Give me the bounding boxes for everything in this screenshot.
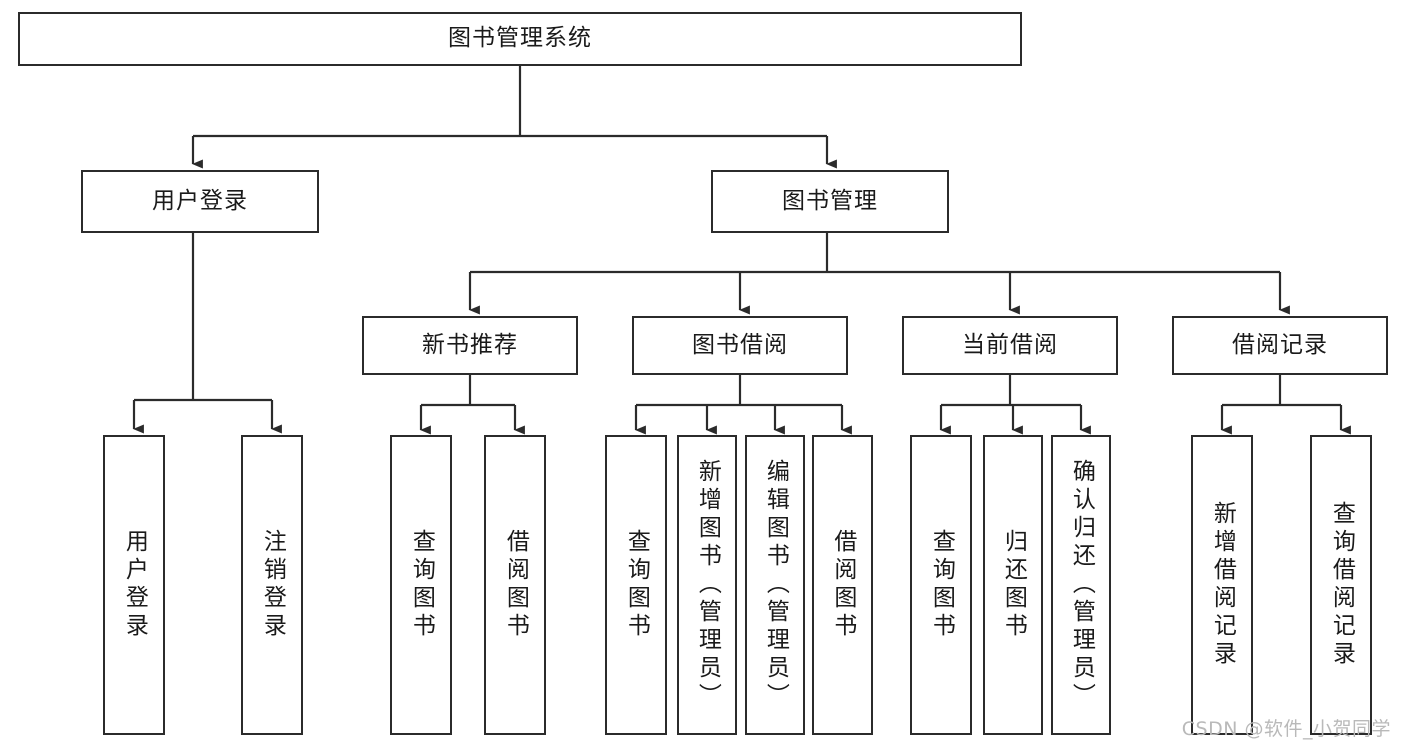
node-leaf-add-record[interactable]: 新增借阅记录 <box>1191 435 1253 735</box>
node-leaf-borrow-book-1-label: 借阅图书 <box>502 529 529 641</box>
node-leaf-add-book-label: 新增图书（管理员） <box>694 459 721 711</box>
node-leaf-user-login-label: 用户登录 <box>121 529 148 641</box>
node-user-login[interactable]: 用户登录 <box>81 170 319 233</box>
node-leaf-query-book-1[interactable]: 查询图书 <box>390 435 452 735</box>
node-leaf-query-record[interactable]: 查询借阅记录 <box>1310 435 1372 735</box>
node-leaf-query-record-label: 查询借阅记录 <box>1328 501 1355 669</box>
node-book-borrow-label: 图书借阅 <box>692 331 788 358</box>
node-borrow-record-label: 借阅记录 <box>1232 331 1328 358</box>
node-root-title[interactable]: 图书管理系统 <box>18 12 1022 66</box>
node-current-borrow[interactable]: 当前借阅 <box>902 316 1118 375</box>
node-leaf-query-book-2[interactable]: 查询图书 <box>605 435 667 735</box>
node-current-borrow-label: 当前借阅 <box>962 331 1058 358</box>
node-leaf-edit-book[interactable]: 编辑图书（管理员） <box>745 435 805 735</box>
node-leaf-add-book[interactable]: 新增图书（管理员） <box>677 435 737 735</box>
node-leaf-borrow-book-1[interactable]: 借阅图书 <box>484 435 546 735</box>
node-leaf-edit-book-label: 编辑图书（管理员） <box>762 459 789 711</box>
node-leaf-query-book-1-label: 查询图书 <box>408 529 435 641</box>
node-book-manage[interactable]: 图书管理 <box>711 170 949 233</box>
node-leaf-return-book[interactable]: 归还图书 <box>983 435 1043 735</box>
node-leaf-logout[interactable]: 注销登录 <box>241 435 303 735</box>
node-leaf-borrow-book-2-label: 借阅图书 <box>829 529 856 641</box>
node-new-book-recommend[interactable]: 新书推荐 <box>362 316 578 375</box>
node-leaf-user-login[interactable]: 用户登录 <box>103 435 165 735</box>
node-leaf-borrow-book-2[interactable]: 借阅图书 <box>812 435 873 735</box>
node-borrow-record[interactable]: 借阅记录 <box>1172 316 1388 375</box>
node-leaf-add-record-label: 新增借阅记录 <box>1209 501 1236 669</box>
node-leaf-query-book-3[interactable]: 查询图书 <box>910 435 972 735</box>
node-leaf-query-book-3-label: 查询图书 <box>928 529 955 641</box>
node-user-login-label: 用户登录 <box>152 187 248 214</box>
node-leaf-confirm-return-label: 确认归还（管理员） <box>1068 459 1095 711</box>
node-root-title-label: 图书管理系统 <box>448 25 592 52</box>
node-leaf-confirm-return[interactable]: 确认归还（管理员） <box>1051 435 1111 735</box>
node-book-borrow[interactable]: 图书借阅 <box>632 316 848 375</box>
node-leaf-query-book-2-label: 查询图书 <box>623 529 650 641</box>
node-new-book-recommend-label: 新书推荐 <box>422 331 518 358</box>
node-leaf-logout-label: 注销登录 <box>259 529 286 641</box>
node-leaf-return-book-label: 归还图书 <box>1000 529 1027 641</box>
node-book-manage-label: 图书管理 <box>782 187 878 214</box>
